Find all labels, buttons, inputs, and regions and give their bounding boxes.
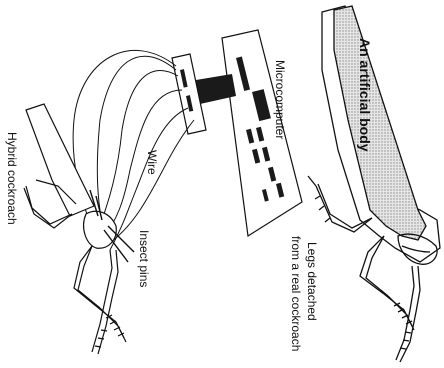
label-insect-pins: Insect pins (138, 230, 150, 287)
label-wire: Wire (146, 150, 158, 175)
label-legs-detached: Legs detached (306, 242, 318, 321)
hybrid-cockroach-panel (24, 30, 302, 354)
artificial-body (334, 6, 426, 240)
label-hybrid-cockroach: Hybrid cockroach (6, 132, 18, 225)
label-artificial-body: An artificial body (358, 38, 372, 152)
hybrid-body (26, 104, 94, 216)
label-microcomputer: Microcomputer (274, 60, 286, 139)
artificial-body-panel (308, 6, 440, 362)
label-legs-real-cockroach: from a real cockroach (290, 236, 302, 351)
